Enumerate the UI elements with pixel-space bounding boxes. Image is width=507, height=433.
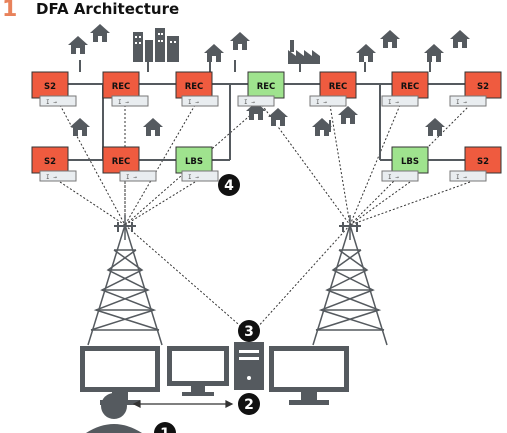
svg-text:S2: S2 [477, 82, 489, 92]
section-number: 1 [2, 0, 18, 22]
svg-text:I →: I → [388, 99, 399, 106]
svg-text:I →: I → [456, 174, 467, 181]
svg-text:REC: REC [329, 82, 348, 92]
s2-unit: S2 I → [449, 146, 502, 182]
top-row-units: S2 I → REC I → REC I → REC I → REC I → [31, 71, 502, 107]
house-icon [70, 118, 90, 136]
lbs-unit: LBS I → [175, 146, 219, 182]
cell-tower-icon [312, 215, 388, 346]
svg-text:REC: REC [257, 82, 276, 92]
cell-tower-icon [87, 215, 163, 346]
factory-icon [288, 40, 320, 64]
diagram-header: 1 DFA Architecture [0, 0, 180, 22]
svg-text:LBS: LBS [401, 157, 419, 167]
house-icon [204, 44, 224, 62]
wireless-links [59, 104, 471, 331]
house-icon [450, 30, 470, 48]
user-icon [86, 393, 142, 433]
svg-text:3: 3 [244, 324, 254, 340]
house-icon [230, 32, 250, 50]
monitor-icon [269, 346, 349, 405]
lbs-unit: LBS I → [381, 146, 429, 182]
s2-unit: S2 I → [31, 71, 77, 107]
monitor-icon [167, 346, 229, 396]
svg-text:I →: I → [456, 99, 467, 106]
house-icon [356, 44, 376, 62]
svg-text:1: 1 [160, 426, 170, 433]
svg-text:4: 4 [224, 178, 234, 194]
svg-text:REC: REC [401, 82, 420, 92]
house-icon [424, 44, 444, 62]
svg-text:I →: I → [388, 174, 399, 181]
house-icon [268, 108, 288, 126]
badge-3: 3 [238, 320, 260, 342]
recloser-unit: REC I → [102, 71, 149, 107]
svg-text:S2: S2 [44, 82, 56, 92]
recloser-unit: REC I → [381, 71, 429, 107]
svg-text:I →: I → [316, 99, 327, 106]
svg-text:S2: S2 [477, 157, 489, 167]
bidirectional-arrow [132, 400, 234, 408]
bottom-row-units: S2 I → REC I → LBS I → LBS I → S2 I → [31, 146, 502, 182]
svg-text:I →: I → [46, 99, 57, 106]
svg-text:I →: I → [188, 99, 199, 106]
recloser-unit: REC I → [175, 71, 219, 107]
recloser-unit: REC I → [309, 71, 357, 107]
tie-recloser-unit: REC I → [237, 71, 285, 107]
svg-text:S2: S2 [44, 157, 56, 167]
svg-text:REC: REC [112, 157, 131, 167]
badge-2: 2 [238, 393, 260, 415]
badge-4: 4 [218, 174, 240, 196]
house-icon [143, 118, 163, 136]
svg-text:REC: REC [185, 82, 204, 92]
svg-text:I →: I → [46, 174, 57, 181]
s2-unit: S2 I → [31, 146, 77, 182]
svg-text:2: 2 [244, 397, 254, 413]
diagram-title: DFA Architecture [36, 0, 180, 18]
house-icon [425, 118, 445, 136]
recloser-unit: REC I → [102, 146, 157, 182]
house-icon [338, 106, 358, 124]
svg-text:REC: REC [112, 82, 131, 92]
server-tower-icon [234, 342, 264, 390]
svg-text:LBS: LBS [185, 157, 203, 167]
badge-1: 1 [154, 422, 176, 433]
svg-text:I →: I → [126, 174, 137, 181]
house-icon [90, 24, 110, 42]
s2-unit: S2 I → [449, 71, 502, 107]
svg-text:I →: I → [188, 174, 199, 181]
svg-text:I →: I → [118, 99, 129, 106]
house-icon [68, 36, 88, 54]
building-icon [133, 28, 179, 62]
svg-text:I →: I → [244, 99, 255, 106]
house-icon [380, 30, 400, 48]
